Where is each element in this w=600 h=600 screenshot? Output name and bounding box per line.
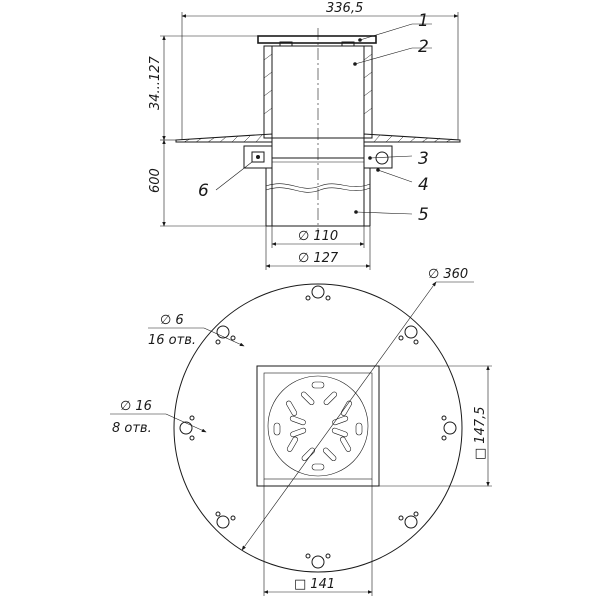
plan-view [173,283,463,573]
large-hole-count: 8 отв. [112,421,152,436]
part-number-2: 2 [418,37,429,57]
part-number-5: 5 [418,205,429,225]
dim-outer-diameter: ∅ 127 [265,226,371,270]
grate-side-value: 147,5 [473,406,488,443]
part-number-3: 3 [418,149,429,169]
bolt-hole [305,285,331,301]
large-hole-diameter-value: 16 [135,399,152,414]
dim-flange-width: 336,5 [181,1,459,140]
dim-disc-diameter: ∅ 360 [241,267,474,551]
diameter-symbol: ∅ [428,267,439,282]
svg-text:∅360: ∅ 360 [428,267,468,282]
seal-right [375,151,389,165]
flange-disc [173,283,463,573]
svg-text:∅127: ∅ 127 [298,251,339,266]
grate-slots [273,381,363,471]
bolt-hole [441,415,457,441]
small-hole-diameter-value: 6 [175,313,183,328]
pipe-length-value: 600 [148,168,163,193]
svg-text:∅16: ∅ 16 [120,399,152,414]
dim-frame-side: □ 141 [263,479,373,596]
section-view [175,28,461,232]
svg-text:∅6: ∅6 [160,313,184,328]
bolt-hole [215,325,236,345]
flange-width-value: 336,5 [326,1,363,16]
disc-diameter-value: 360 [443,267,468,282]
inner-diameter-value: 110 [313,229,338,244]
height-range-value: 34...127 [148,56,163,110]
small-hole-count: 16 отв. [148,333,196,348]
bolt-holes [179,285,457,569]
diameter-symbol: ∅ [120,399,131,414]
callout-small-holes: ∅6 16 отв. [148,313,245,348]
square-symbol: □ [294,577,306,592]
dim-grate-side: □ 147,5 [379,365,492,487]
square-symbol: □ [473,448,488,460]
frame-side-value: 141 [310,577,335,592]
bolt-hole [398,511,419,529]
svg-text:∅110: ∅ 110 [298,229,338,244]
dim-inner-diameter: ∅ 110 [271,226,365,248]
tube-wall-hatch [263,53,373,115]
diameter-symbol: ∅ [160,313,171,328]
flange-hatch [183,134,453,143]
callout-large-holes: ∅ 16 8 отв. [110,399,207,436]
frame-outer [256,365,380,487]
svg-text:□141: □ 141 [294,577,335,592]
bolt-hole [305,553,331,569]
part-callouts: 1 2 3 4 5 6 [198,11,432,225]
diameter-symbol: ∅ [298,251,309,266]
outer-diameter-value: 127 [313,251,339,266]
dim-pipe-length: 600 [148,139,266,227]
part-number-4: 4 [418,175,429,195]
bolt-hole [179,415,195,441]
part-number-1: 1 [418,11,429,31]
part-number-6: 6 [198,181,209,201]
dim-height-range: 34...127 [148,35,258,141]
top-grate [257,35,377,44]
grate-circle [267,375,369,477]
seal-left [251,151,265,163]
svg-text:□147,5: □ 147,5 [473,406,488,460]
diameter-symbol: ∅ [298,229,309,244]
bolt-hole [215,511,236,529]
